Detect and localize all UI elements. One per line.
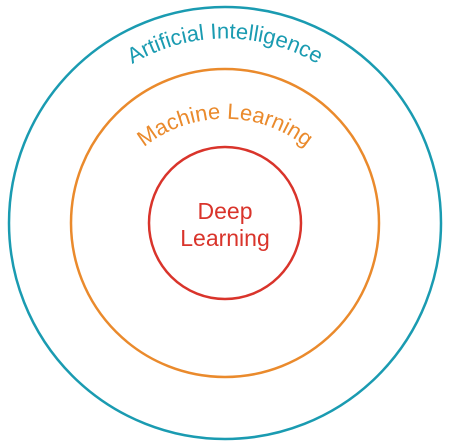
inner-label-line1: Deep: [198, 198, 253, 224]
outer-circle: [7, 5, 443, 441]
inner-circle: [147, 145, 303, 301]
middle-circle: [69, 67, 381, 379]
middle-ring-label: Machine Learning: [132, 99, 318, 152]
outer-ring-label: Artificial Intelligence: [123, 18, 328, 68]
inner-label-line2: Learning: [180, 225, 270, 251]
